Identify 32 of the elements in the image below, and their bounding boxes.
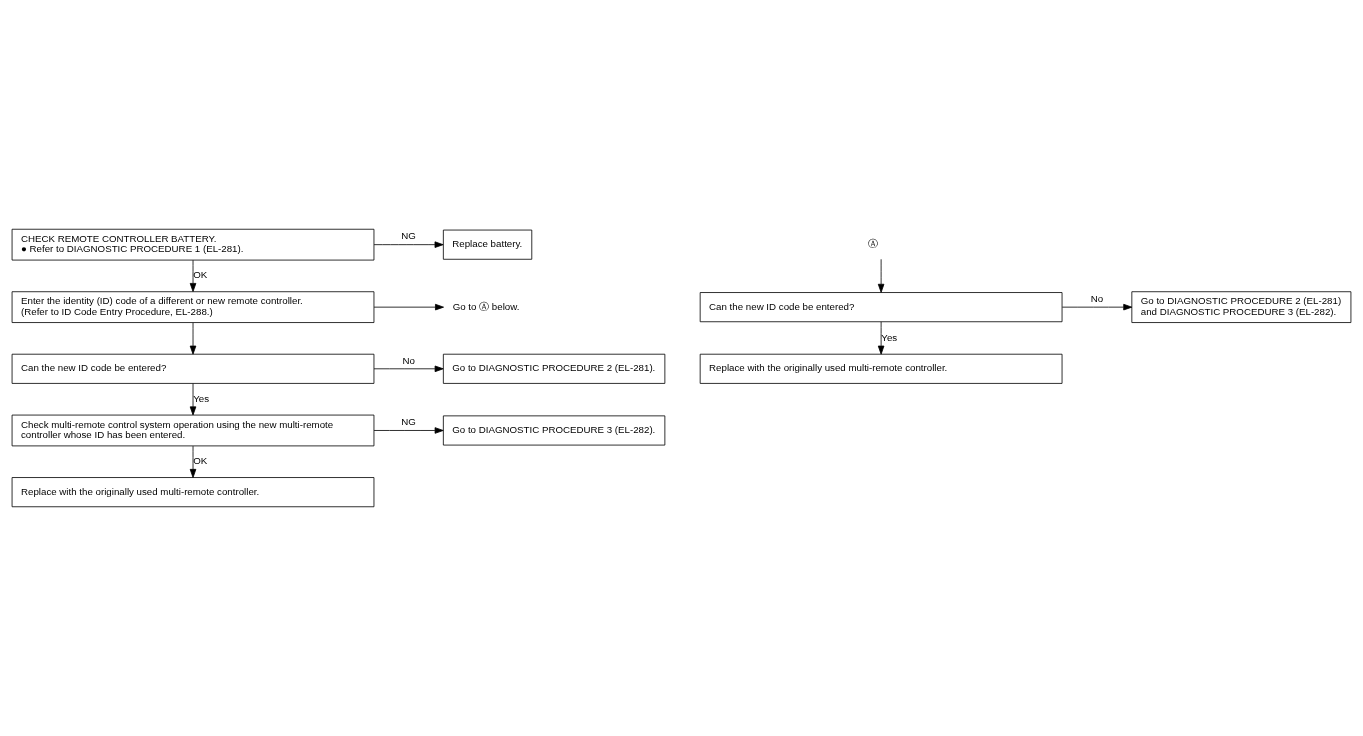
node-box: Replace with the originally used multi-remote controller. <box>11 477 375 508</box>
node-box: Go to DIAGNOSTIC PROCEDURE 2 (EL-281). <box>442 353 666 384</box>
node-text: Ⓐ <box>868 238 879 250</box>
node-box: Replace battery. <box>442 229 533 260</box>
node-box: Can the new ID code be entered? <box>699 292 1063 323</box>
edge-label: NG <box>401 230 416 242</box>
arrow <box>189 383 197 416</box>
arrow <box>877 258 885 293</box>
node-box: Enter the identity (ID) code of a different or new remote controller. (Refer to ID Code Entry Procedure, EL-288.) <box>11 291 375 323</box>
arrow <box>373 303 444 311</box>
node-box: Go to DIAGNOSTIC PROCEDURE 3 (EL-282). <box>442 415 666 446</box>
node-text: Go to Ⓐ below. <box>452 300 520 312</box>
arrow <box>373 427 444 434</box>
node-box: Go to DIAGNOSTIC PROCEDURE 2 (EL-281) and DIAGNOSTIC PROCEDURE 3 (EL-282). <box>1131 291 1352 323</box>
arrow <box>877 321 885 355</box>
edge-label: Yes <box>193 392 210 404</box>
arrow <box>373 241 444 248</box>
node-box: CHECK REMOTE CONTROLLER BATTERY. ● Refer to DIAGNOSTIC PROCEDURE 1 (EL-281). <box>11 228 375 261</box>
edge-label: No <box>1090 292 1104 304</box>
edge-label: NG <box>401 416 416 428</box>
arrow <box>189 322 197 355</box>
edge-label: Yes <box>881 331 898 343</box>
node-box: Can the new ID code be entered? <box>11 353 375 384</box>
arrow <box>189 259 197 292</box>
arrow <box>1061 303 1133 311</box>
arrow <box>189 445 197 478</box>
arrow <box>373 365 444 373</box>
edge-label: OK <box>193 455 208 467</box>
node-box: Check multi-remote control system operation using the new multi-remote controller whose ID has been entered. <box>11 414 375 447</box>
edge-label: OK <box>193 269 208 281</box>
node-box: Replace with the originally used multi-remote controller. <box>699 353 1063 384</box>
edge-label: No <box>402 354 415 366</box>
